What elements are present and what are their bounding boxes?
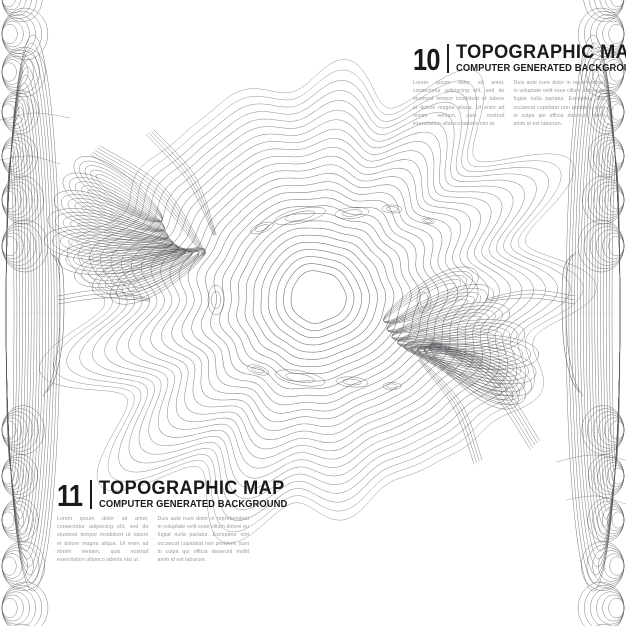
label-title: TOPOGRAPHIC MAP <box>456 41 626 63</box>
label-divider <box>447 44 450 73</box>
label-block-top-right: 10 TOPOGRAPHIC MAP COMPUTER GENERATED BA… <box>413 41 626 128</box>
label-number: 10 <box>413 42 440 77</box>
label-subtitle: COMPUTER GENERATED BACKGROUND <box>98 499 288 510</box>
label-subtitle: COMPUTER GENERATED BACKGROUND <box>456 63 626 74</box>
label-body-left: Lorem ipsum dolor sit amet, consectetur … <box>413 80 505 128</box>
label-titles: TOPOGRAPHIC MAP COMPUTER GENERATED BACKG… <box>456 41 626 74</box>
label-head: 11 TOPOGRAPHIC MAP COMPUTER GENERATED BA… <box>57 477 288 513</box>
label-body-right: Duis aute irure dolor in reprehenderit i… <box>157 516 249 564</box>
label-body-columns: Lorem ipsum dolor sit amet, consectetur … <box>57 515 249 564</box>
label-title: TOPOGRAPHIC MAP <box>98 477 285 499</box>
label-body-right: Duis aute irure dolor in reprehenderit i… <box>513 80 605 128</box>
label-number: 11 <box>57 478 83 513</box>
label-divider <box>89 480 92 509</box>
label-head: 10 TOPOGRAPHIC MAP COMPUTER GENERATED BA… <box>413 41 626 77</box>
label-body-left: Lorem ipsum dolor sit amet, consectetur … <box>57 516 149 564</box>
label-titles: TOPOGRAPHIC MAP COMPUTER GENERATED BACKG… <box>98 477 288 510</box>
label-body-columns: Lorem ipsum dolor sit amet, consectetur … <box>413 79 605 128</box>
label-block-bottom-left: 11 TOPOGRAPHIC MAP COMPUTER GENERATED BA… <box>57 477 288 564</box>
